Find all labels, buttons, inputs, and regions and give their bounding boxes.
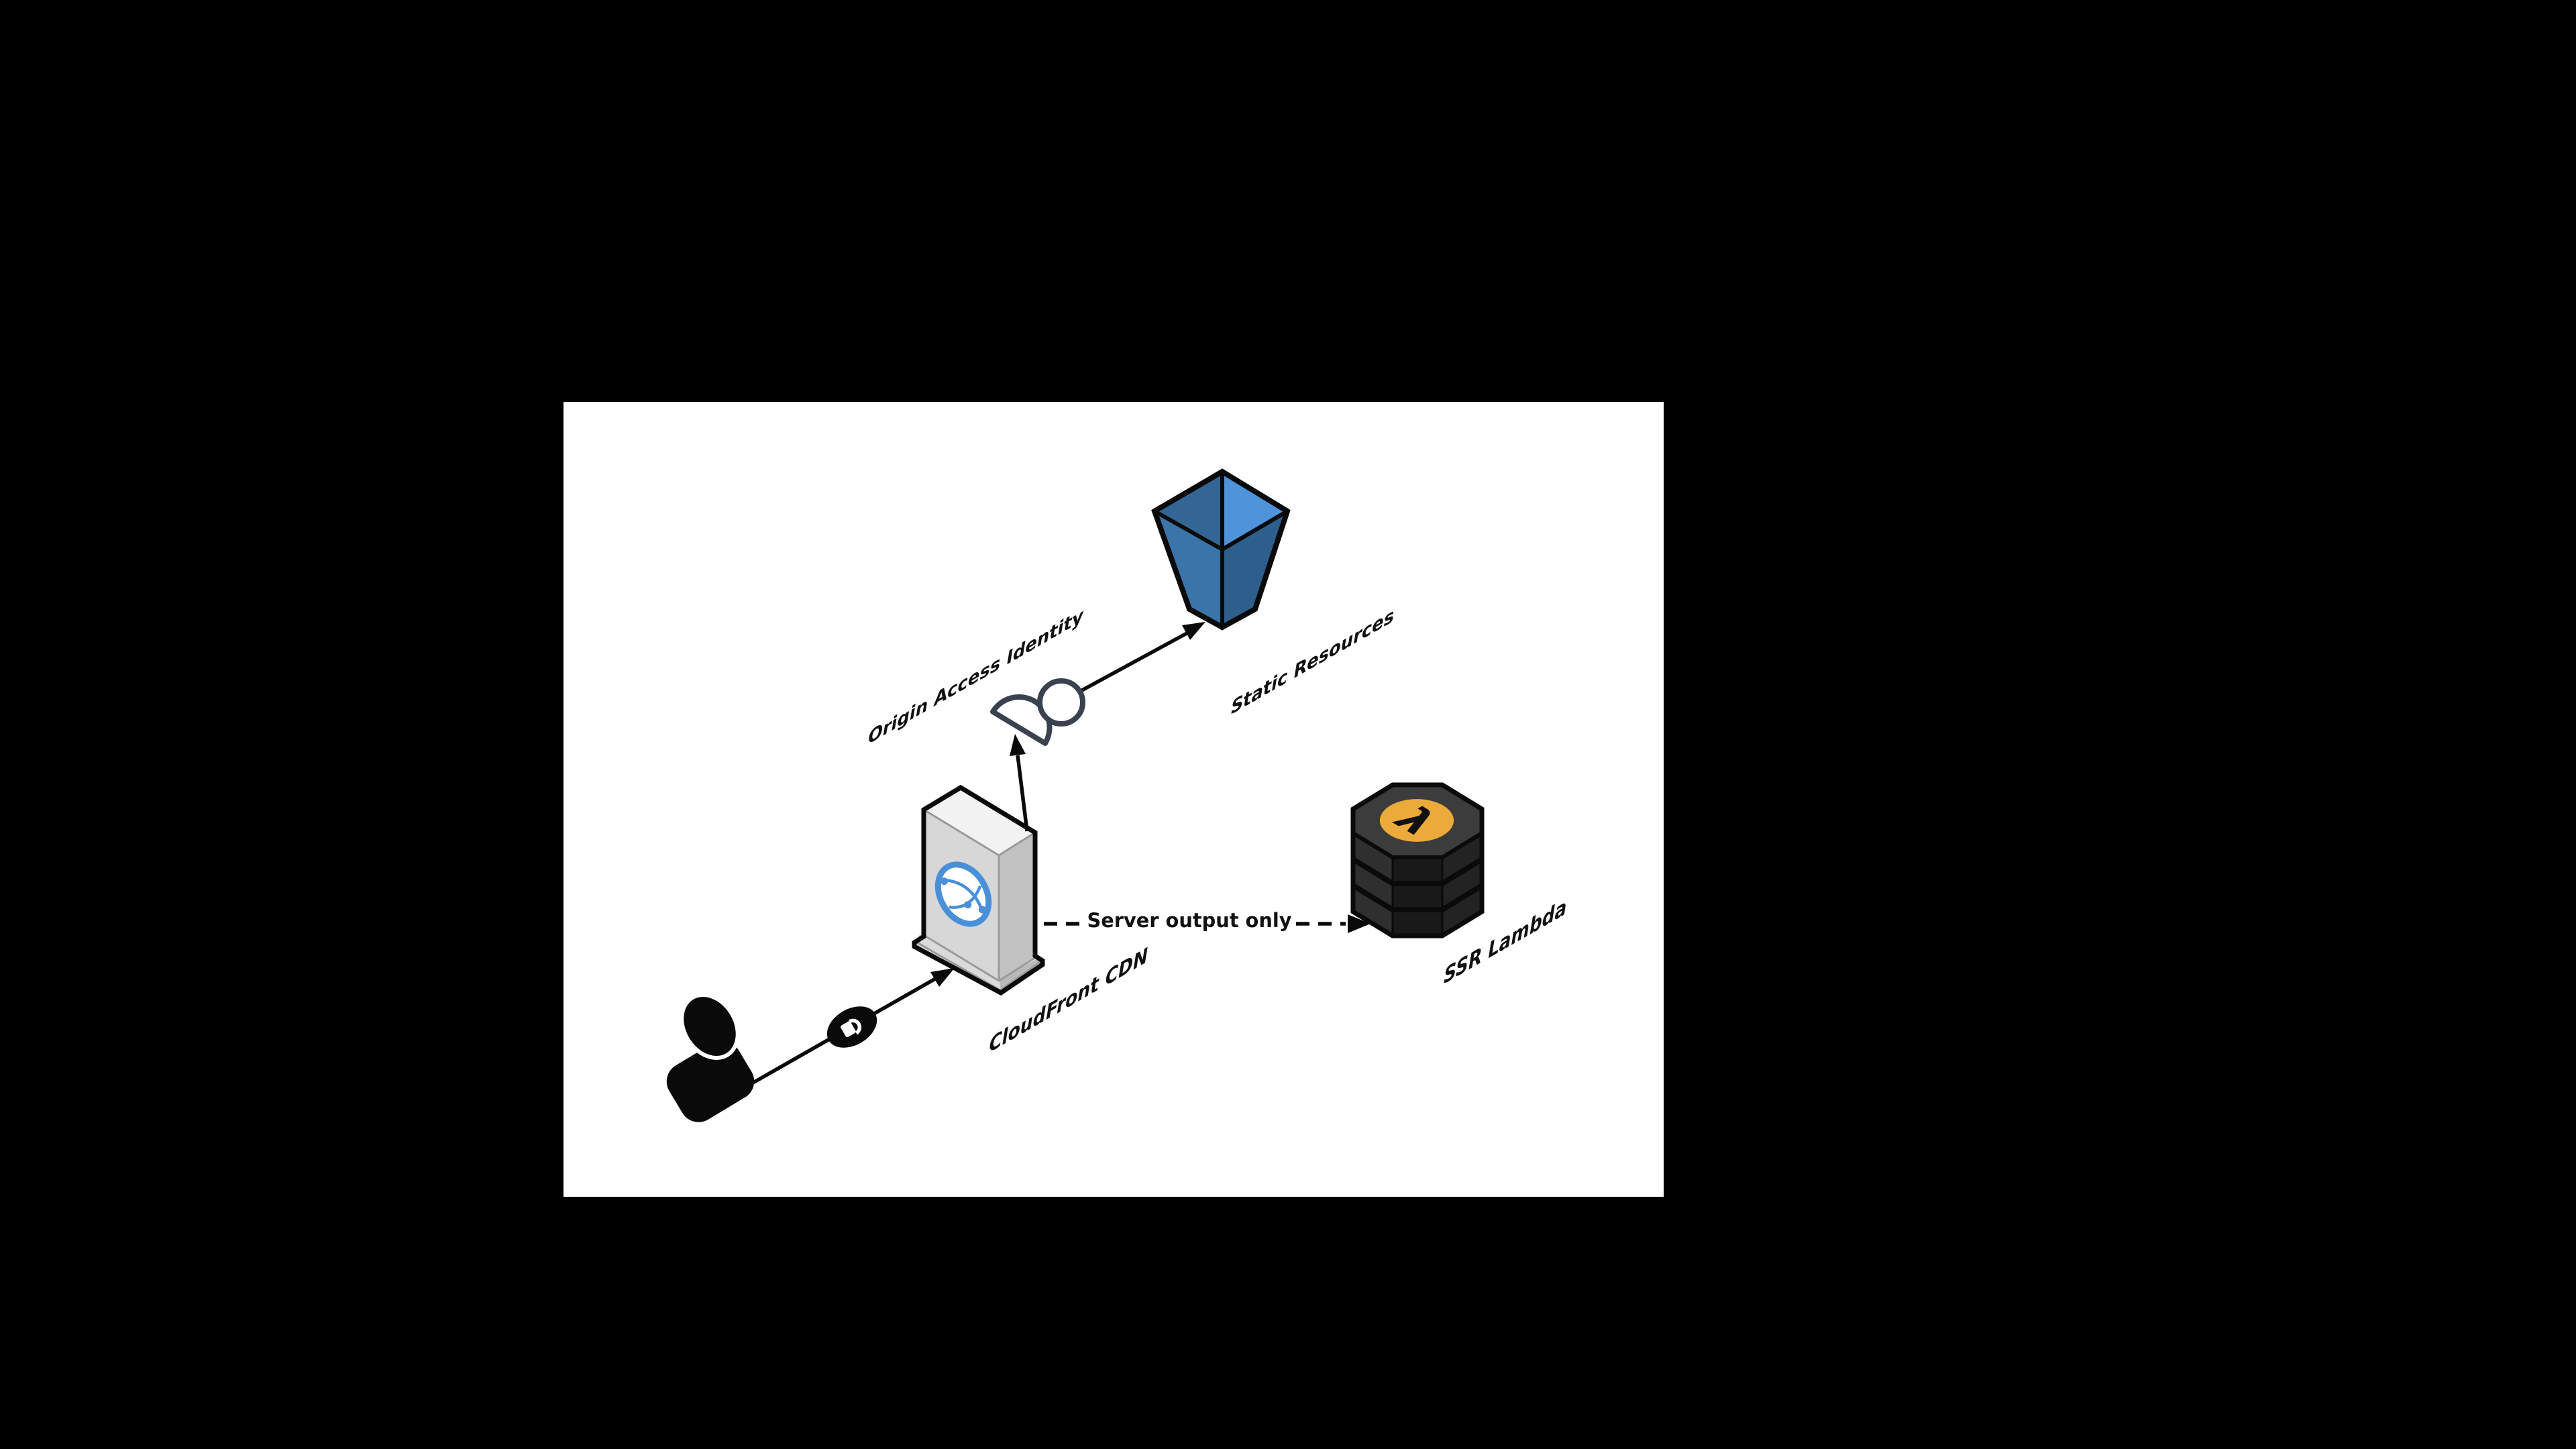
arrow-oai-to-bucket [1079, 622, 1205, 693]
user-icon [666, 993, 755, 1122]
lambda-band-separator [1351, 857, 1484, 886]
oai-head [1037, 678, 1085, 727]
arrowhead [1010, 734, 1026, 756]
user-head [680, 993, 740, 1060]
lambda-vertical-edges [1391, 857, 1444, 936]
tower-seam-base [923, 934, 1036, 982]
arrow-cloudfront-to-lambda: Server output only [1044, 909, 1371, 933]
arrow-line [1016, 755, 1029, 832]
arrowhead [930, 968, 955, 987]
bucket-top-left-face [1155, 472, 1222, 549]
origin-access-identity-icon [990, 678, 1085, 746]
ssr-lambda-node: λ [1350, 782, 1485, 938]
lambda-side-front [1393, 857, 1442, 936]
arrow-line [1079, 631, 1189, 693]
server-output-only-label: Server output only [1087, 909, 1292, 932]
user-body [666, 1040, 755, 1122]
globe-node [941, 877, 949, 885]
bucket-top-right-face [1222, 472, 1287, 549]
padlock-body [841, 1021, 856, 1038]
s3-bucket-node [1151, 468, 1291, 631]
cloudfront-node [912, 784, 1045, 996]
globe-icon [934, 861, 992, 927]
lambda-icon: λ [1379, 799, 1454, 842]
bucket-outline [1151, 468, 1291, 631]
lambda-band-separator [1351, 883, 1484, 912]
arrow-cloudfront-to-oai [1010, 734, 1029, 832]
tower-face-right [999, 833, 1035, 981]
arrowhead [1182, 622, 1205, 640]
globe-meridian [942, 878, 984, 912]
globe-node [978, 906, 986, 914]
globe-node [964, 901, 972, 909]
padlock-shackle [848, 1018, 862, 1035]
tower-outline [912, 784, 1045, 996]
lock-icon [826, 1006, 877, 1048]
tower-face-top [924, 788, 1035, 855]
lambda-side-left [1353, 833, 1393, 936]
oai-torso [990, 694, 1053, 746]
lambda-side-right [1442, 833, 1482, 936]
lambda-orange-disc [1379, 799, 1454, 842]
lambda-outline [1350, 782, 1485, 938]
arrowhead [1348, 914, 1371, 933]
